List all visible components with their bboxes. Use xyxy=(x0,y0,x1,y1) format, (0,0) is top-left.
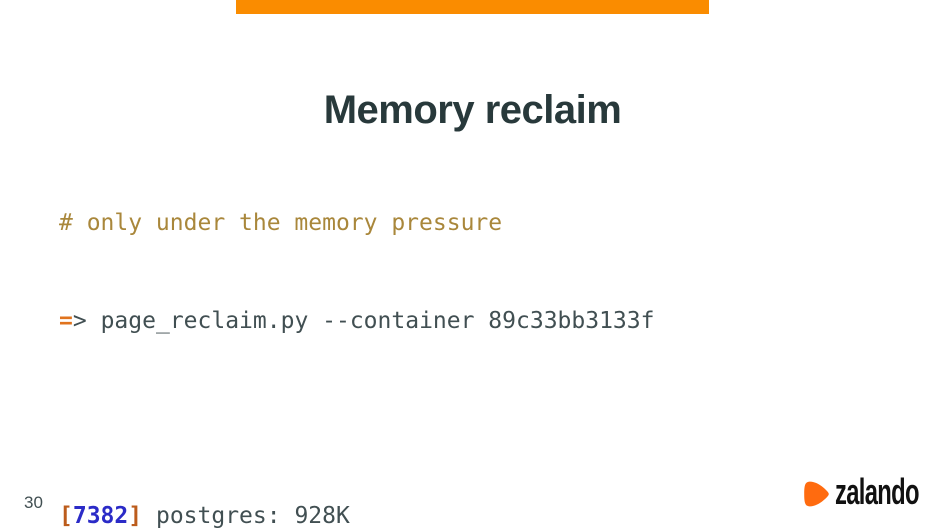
process-row: [7382] postgres: 928K xyxy=(59,500,654,531)
code-command-line: => page_reclaim.py --container 89c33bb31… xyxy=(59,305,654,338)
prompt-gt: > xyxy=(72,307,87,334)
code-comment-line: # only under the memory pressure xyxy=(59,207,654,240)
bracket-close: ] xyxy=(128,502,143,529)
command-text: page_reclaim.py --container 89c33bb3133f xyxy=(100,307,655,334)
code-blank-line xyxy=(59,402,654,435)
page-number: 30 xyxy=(24,493,43,512)
bracket-open: [ xyxy=(59,502,73,529)
code-block: # only under the memory pressure => page… xyxy=(59,142,654,531)
top-accent-bar xyxy=(236,0,709,14)
zalando-wordmark: zalando xyxy=(835,471,919,512)
process-memory: 928K xyxy=(294,502,350,529)
process-pid: 7382 xyxy=(72,502,129,529)
code-comment: # only under the memory pressure xyxy=(59,210,503,236)
prompt-equals: = xyxy=(59,307,73,334)
zalando-logo: zalando xyxy=(803,474,925,510)
slide-title: Memory reclaim xyxy=(323,87,622,132)
process-name: postgres: xyxy=(155,502,281,529)
zalando-teardrop-icon xyxy=(804,481,829,507)
